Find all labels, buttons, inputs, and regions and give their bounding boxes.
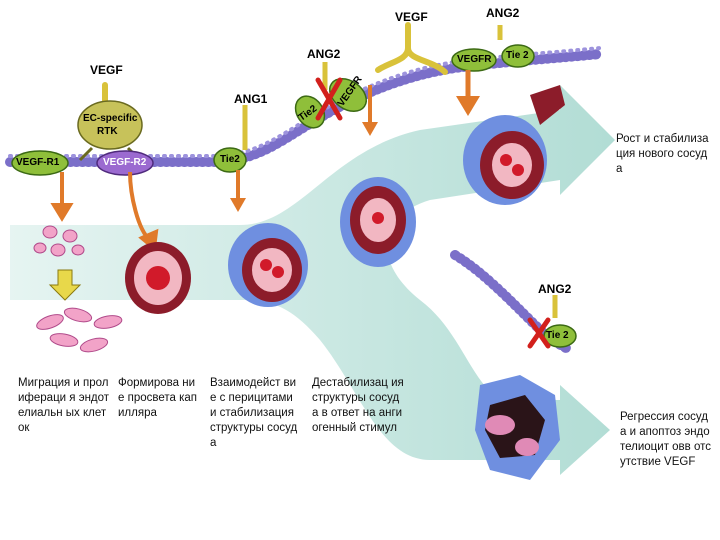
- new-stable-vessel: [463, 85, 565, 205]
- label-ang2-mid: ANG2: [307, 47, 341, 61]
- caption-pericytes: Взаимодейст вие с перицитами и стабилиза…: [210, 377, 298, 449]
- label-tie2-d: Tie 2: [546, 330, 569, 341]
- vegf-r2-receptor: [96, 150, 154, 176]
- endothelial-cells: [33, 225, 123, 353]
- flow-band: [10, 85, 615, 475]
- label-rtk: RTK: [97, 126, 118, 137]
- vegf-top-ligand: [375, 22, 535, 116]
- regressing-vessel: [475, 375, 560, 480]
- label-tie2-a: Tie2: [220, 154, 240, 165]
- destabilized-vessel: [340, 177, 416, 267]
- ang2-tie2-vegfr-block: [294, 62, 378, 136]
- label-tie2-c: Tie 2: [506, 50, 529, 61]
- capillary-lumen: [125, 242, 191, 314]
- caption-lumen: Формирова ние просвета капилляра: [118, 377, 197, 419]
- label-vegfr-right: VEGFR: [457, 54, 492, 65]
- ec-specific-rtk: [77, 100, 143, 150]
- label-ang1: ANG1: [234, 92, 268, 106]
- vegf-r1-receptor: [11, 150, 69, 176]
- label-vegf-r2: VEGF-R2: [103, 157, 147, 168]
- caption-growth: Рост и стабилизация нового сосуда: [616, 133, 709, 175]
- label-vegf-left: VEGF: [90, 63, 123, 77]
- label-vegf-top: VEGF: [395, 10, 428, 24]
- yellow-arrow: [48, 269, 82, 301]
- caption-migration: Миграция и пролифераци я эндотелиальн ых…: [18, 377, 110, 434]
- label-vegf-r1: VEGF-R1: [16, 157, 60, 168]
- label-ang2-low: ANG2: [538, 282, 572, 296]
- caption-regression: Регрессия сосуда и апоптоз эндотелиоцит …: [620, 411, 711, 468]
- label-ec-specific: EC-specific: [83, 113, 138, 124]
- signal-arrows-left: [50, 171, 159, 252]
- label-ang2-top: ANG2: [486, 6, 520, 20]
- ang2-low-block: [527, 295, 577, 349]
- vessel-with-pericytes: [228, 223, 308, 307]
- ang1-tie2: [213, 105, 248, 212]
- caption-destabilization: Дестабилизац ия структуры сосуда в ответ…: [312, 377, 404, 434]
